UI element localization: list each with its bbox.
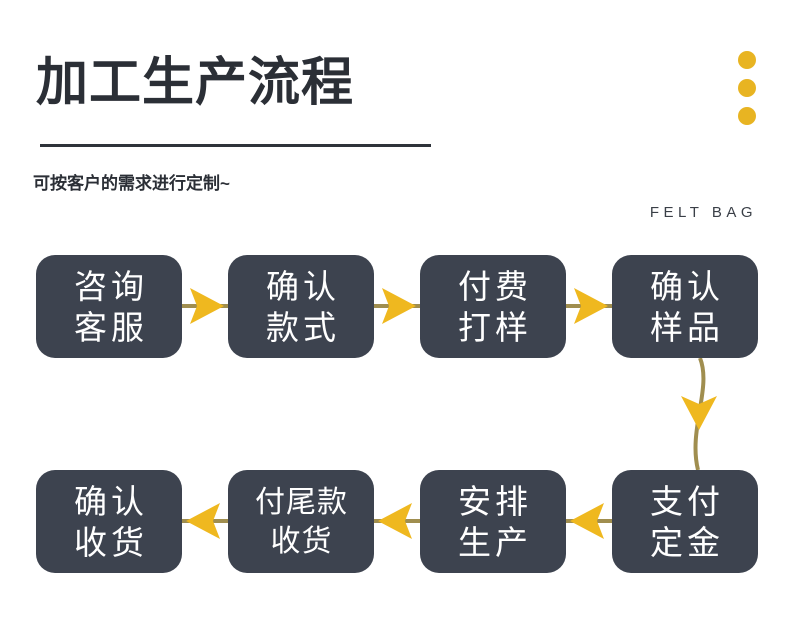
flow-step-box-3[interactable]: 付费 打样 bbox=[420, 255, 566, 358]
flow-step-8-line-2: 收货 bbox=[74, 523, 148, 561]
flow-step-3-line-2: 打样 bbox=[458, 308, 532, 346]
flow-step-box-2[interactable]: 确认 款式 bbox=[228, 255, 374, 358]
flow-step-box-1[interactable]: 咨询 客服 bbox=[36, 255, 182, 358]
flow-step-4-line-1: 确认 bbox=[650, 267, 724, 305]
arrow-step-6-to-7 bbox=[374, 503, 420, 539]
brand-label: FELT BAG bbox=[649, 204, 757, 221]
flow-step-5-line-2: 定金 bbox=[650, 523, 724, 561]
dot-icon-1 bbox=[738, 51, 756, 69]
flow-step-box-8[interactable]: 确认 收货 bbox=[36, 470, 182, 573]
arrow-step-1-to-2 bbox=[182, 288, 228, 324]
flow-step-7-line-2: 收货 bbox=[270, 524, 333, 558]
flow-step-6-line-1: 安排 bbox=[458, 482, 532, 520]
arrow-step-5-to-6 bbox=[566, 503, 612, 539]
flow-step-6-line-2: 生产 bbox=[458, 523, 532, 561]
flow-step-1-line-2: 客服 bbox=[74, 308, 148, 346]
dot-icon-3 bbox=[738, 107, 756, 125]
page-title: 加工生产流程 bbox=[36, 54, 355, 112]
flow-step-box-5[interactable]: 支付 定金 bbox=[612, 470, 758, 573]
arrow-step-3-to-4 bbox=[566, 288, 612, 324]
flow-step-7-line-1: 付尾款 bbox=[255, 485, 348, 519]
flow-step-2-line-2: 款式 bbox=[266, 308, 340, 346]
decorative-dot-stack bbox=[738, 51, 756, 125]
flow-step-1-line-1: 咨询 bbox=[74, 267, 148, 305]
flow-step-5-line-1: 支付 bbox=[650, 482, 724, 520]
page-subtitle: 可按客户的需求进行定制~ bbox=[33, 174, 230, 193]
flow-step-box-7[interactable]: 付尾款 收货 bbox=[228, 470, 374, 573]
flow-step-8-line-1: 确认 bbox=[74, 482, 148, 520]
flow-step-box-4[interactable]: 确认 样品 bbox=[612, 255, 758, 358]
dot-icon-2 bbox=[738, 79, 756, 97]
arrow-step-7-to-8 bbox=[182, 503, 228, 539]
flow-step-box-6[interactable]: 安排 生产 bbox=[420, 470, 566, 573]
flow-step-4-line-2: 样品 bbox=[650, 308, 724, 346]
arrow-step-4-to-5 bbox=[681, 357, 717, 471]
arrow-step-2-to-3 bbox=[374, 288, 420, 324]
flow-step-2-line-1: 确认 bbox=[266, 267, 340, 305]
flow-step-3-line-1: 付费 bbox=[458, 267, 532, 305]
title-divider bbox=[40, 144, 431, 147]
